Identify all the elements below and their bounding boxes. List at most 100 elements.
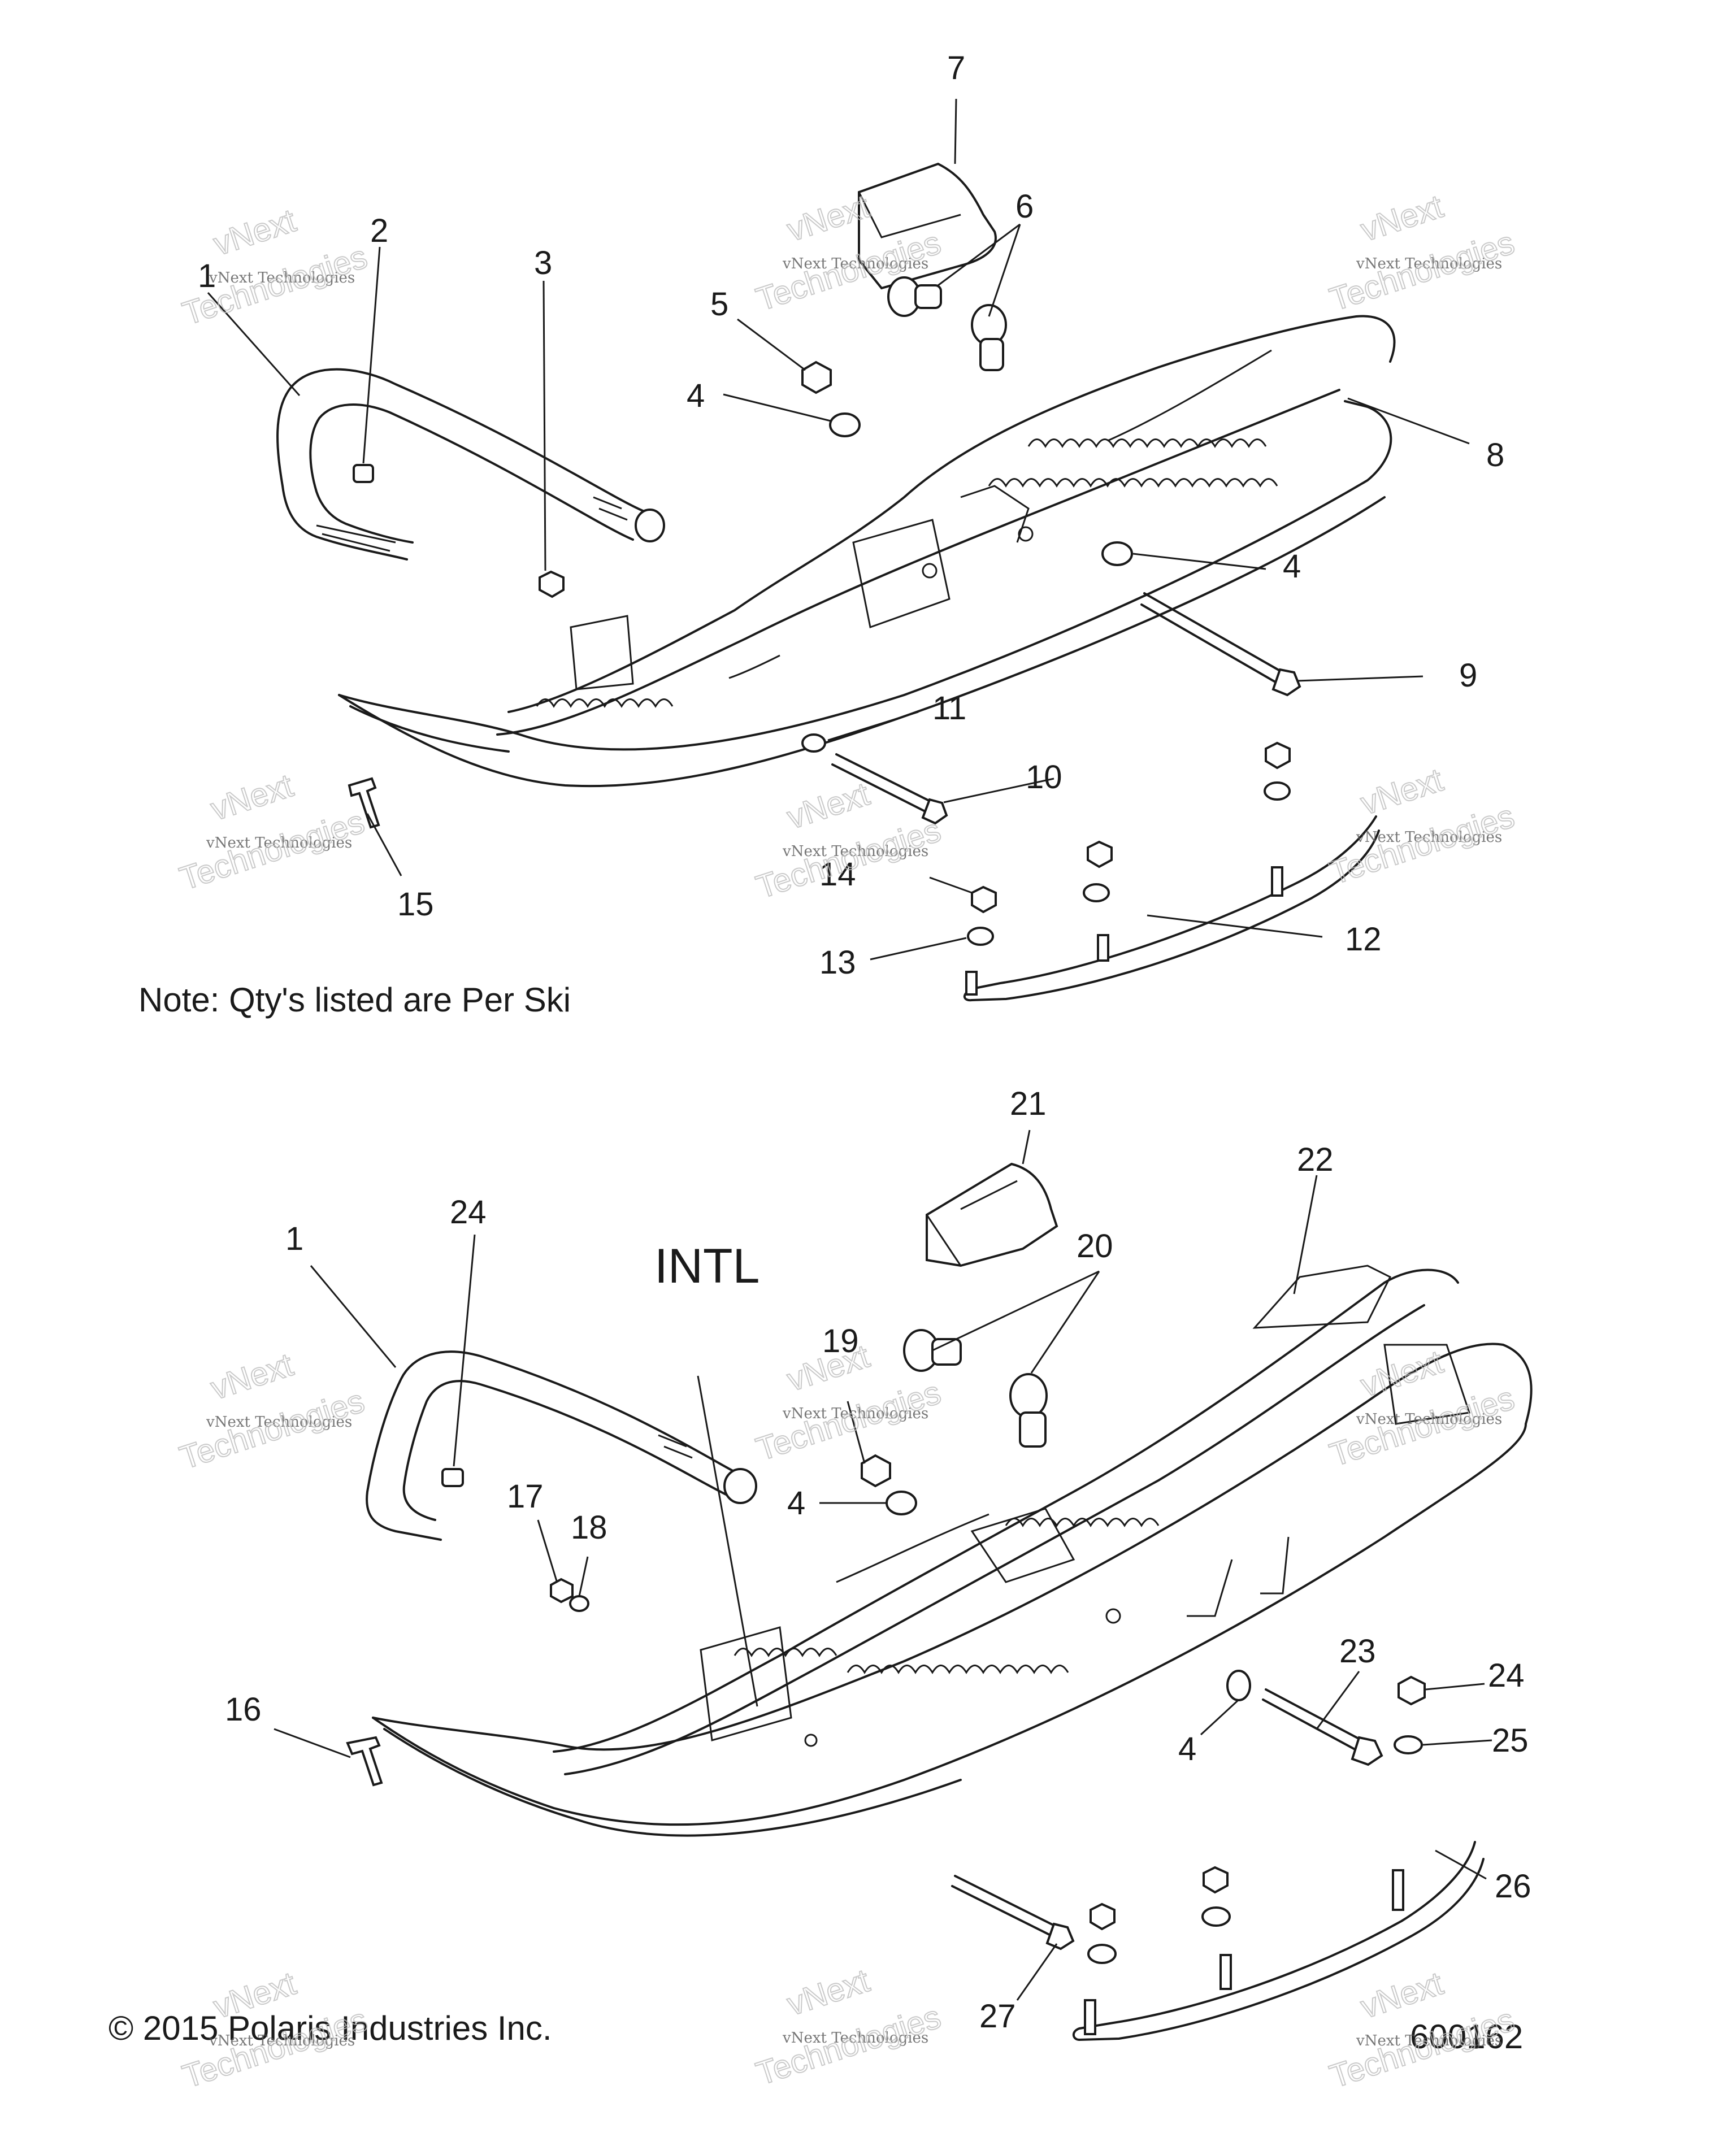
bushing-20-parts [903,1329,1048,1448]
callout: 4 [687,377,705,414]
callout: 2 [370,212,388,249]
svg-text:vNext: vNext [783,1962,874,2023]
nut-24a-part [441,1468,464,1487]
callout: 15 [397,886,434,923]
callout: 1 [198,258,216,294]
svg-text:vNext: vNext [1356,188,1447,249]
bolt-27-part [951,1875,1058,1938]
bushing-6-parts [887,276,1007,371]
callout: 3 [534,245,552,281]
svg-text:vNext: vNext [1356,1343,1447,1404]
svg-text:vNext Technologies: vNext Technologies [206,835,352,852]
callout: 16 [225,1691,262,1728]
callout: 7 [947,50,965,86]
svg-text:vNext: vNext [206,1346,297,1407]
washer-11-part [801,733,826,753]
washer-18-part [569,1595,589,1612]
callout: 12 [1345,921,1382,958]
watermark: vNext vNext Technologies Technologies [751,1961,945,2093]
washer-4d-part [1226,1670,1251,1701]
callout: 22 [1297,1141,1334,1178]
ski-pad-bottom [926,1162,1058,1267]
callout: 6 [1015,188,1034,225]
svg-text:vNext Technologies: vNext Technologies [782,255,928,272]
callout: 1 [285,1220,303,1257]
svg-text:vNext Technologies: vNext Technologies [1356,2032,1502,2049]
svg-text:vNext Technologies: vNext Technologies [782,843,928,860]
leader-lines-bottom [274,1130,1492,2001]
callout: 4 [1283,548,1301,585]
callout: 26 [1495,1868,1531,1905]
svg-text:vNext Technologies: vNext Technologies [1356,255,1502,272]
note-text: Note: Qty's listed are Per Ski [138,981,571,1019]
callout: 14 [819,856,856,893]
nut-24b-part [1398,1675,1426,1706]
ski-body-bottom [372,1265,1533,1837]
svg-text:vNext Technologies: vNext Technologies [1356,829,1502,846]
watermark: vNext vNext Technologies Technologies [1325,1343,1519,1474]
runner-nuts-bottom [1087,1866,1231,1964]
screw-15-part [348,777,380,829]
svg-text:vNext: vNext [1356,761,1447,822]
callouts-top: 1 2 3 4 5 4 6 7 8 9 11 10 14 13 12 15 [198,50,1504,981]
svg-text:vNext: vNext [209,202,300,263]
bottom-ski-assembly: INTL [225,1085,1533,2041]
svg-text:vNext Technologies: vNext Technologies [782,1405,928,1422]
nut-17-part [550,1578,574,1604]
nut-19-part [861,1454,891,1488]
svg-text:vNext: vNext [1356,1965,1447,2026]
carbide-runner-bottom [1072,1841,1485,2041]
callout: 11 [932,690,966,727]
callout: 24 [450,1194,487,1231]
svg-text:vNext Technologies: vNext Technologies [209,2032,355,2049]
washer-4c-part [886,1491,917,1515]
screw-16-part [346,1736,383,1787]
top-ski-assembly: 1 2 3 4 5 4 6 7 8 9 11 10 14 13 12 15 [198,50,1504,1002]
bolt-9-part [1140,592,1284,685]
callout: 27 [979,1998,1016,2035]
svg-text:vNext: vNext [206,767,297,828]
ski-handle-top [276,368,665,561]
nut-2-part [353,464,374,483]
callout: 24 [1488,1657,1525,1694]
callout: 9 [1459,657,1477,694]
diagram-number: 600162 [1410,2018,1523,2056]
nut-5-part [801,360,832,394]
callout: 4 [787,1485,805,1522]
watermark: vNext vNext Technologies Technologies [1325,1964,1519,2096]
callout: 20 [1077,1228,1113,1265]
callouts-bottom: 1 24 17 18 19 4 20 21 22 4 23 24 25 26 2… [225,1085,1531,2035]
watermark: vNext vNext Technologies Technologies [175,766,369,898]
svg-text:vNext Technologies: vNext Technologies [209,270,355,286]
ski-handle-bottom [366,1350,757,1541]
svg-text:vNext Technologies: vNext Technologies [782,2030,928,2047]
watermark: vNext vNext Technologies Technologies [1325,761,1519,892]
callout: 19 [822,1323,859,1359]
watermark: vNext vNext Technologies Technologies [175,1345,369,1477]
watermark: vNext vNext Technologies Technologies [1325,187,1519,319]
svg-text:vNext Technologies: vNext Technologies [1356,1411,1502,1428]
callout: 8 [1486,437,1504,473]
section-label: INTL [654,1239,760,1293]
svg-text:vNext: vNext [783,775,874,836]
copyright-text: © 2015 Polaris Industries Inc. [108,2009,552,2047]
callout: 25 [1492,1722,1529,1759]
runner-nuts-top [967,741,1291,946]
bolt-10-part [831,753,934,815]
carbide-runner-top [963,815,1380,1002]
washer-4-part [829,412,861,437]
washer-4b-part [1101,541,1133,566]
callout: 23 [1339,1633,1376,1670]
svg-text:vNext Technologies: vNext Technologies [206,1414,352,1431]
callout: 18 [571,1509,607,1546]
callout: 17 [507,1478,544,1515]
bolt-23-part [1262,1688,1363,1753]
washer-25-part [1394,1735,1423,1754]
callout: 4 [1178,1731,1196,1767]
callout: 13 [819,944,856,981]
nut-3-part [539,570,565,598]
callout: 5 [710,286,728,323]
callout: 21 [1010,1085,1047,1122]
callout: 10 [1026,759,1062,796]
